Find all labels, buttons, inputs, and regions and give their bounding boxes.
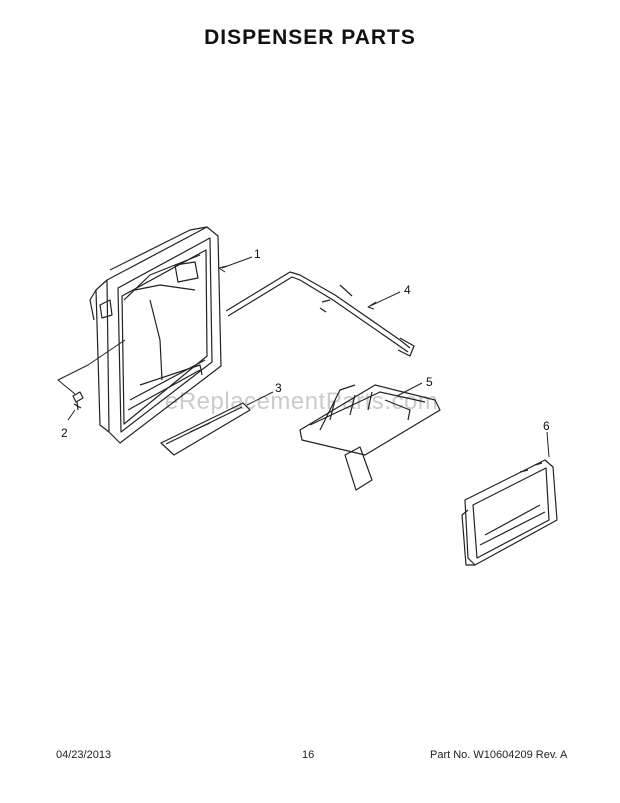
callout-6: 6 <box>543 419 550 433</box>
callout-3: 3 <box>275 381 282 395</box>
part-6-control-panel <box>461 459 558 566</box>
footer-page-number: 16 <box>302 749 315 761</box>
page-title: DISPENSER PARTS <box>204 26 416 49</box>
part-5-bracket <box>299 384 441 491</box>
part-2-screw <box>72 391 84 411</box>
callout-1: 1 <box>254 247 261 261</box>
callout-5: 5 <box>426 375 433 389</box>
part-3-grille <box>160 402 251 456</box>
part-1-dispenser-housing <box>89 226 222 444</box>
part-4-tube <box>225 271 415 357</box>
callout-2: 2 <box>61 426 68 440</box>
footer-date: 04/23/2013 <box>56 749 112 761</box>
watermark: eReplacementParts.com <box>165 388 439 415</box>
footer-part-number: Part No. W10604209 Rev. A <box>430 749 568 761</box>
callout-4: 4 <box>404 283 411 297</box>
callout-leaders <box>57 256 550 458</box>
